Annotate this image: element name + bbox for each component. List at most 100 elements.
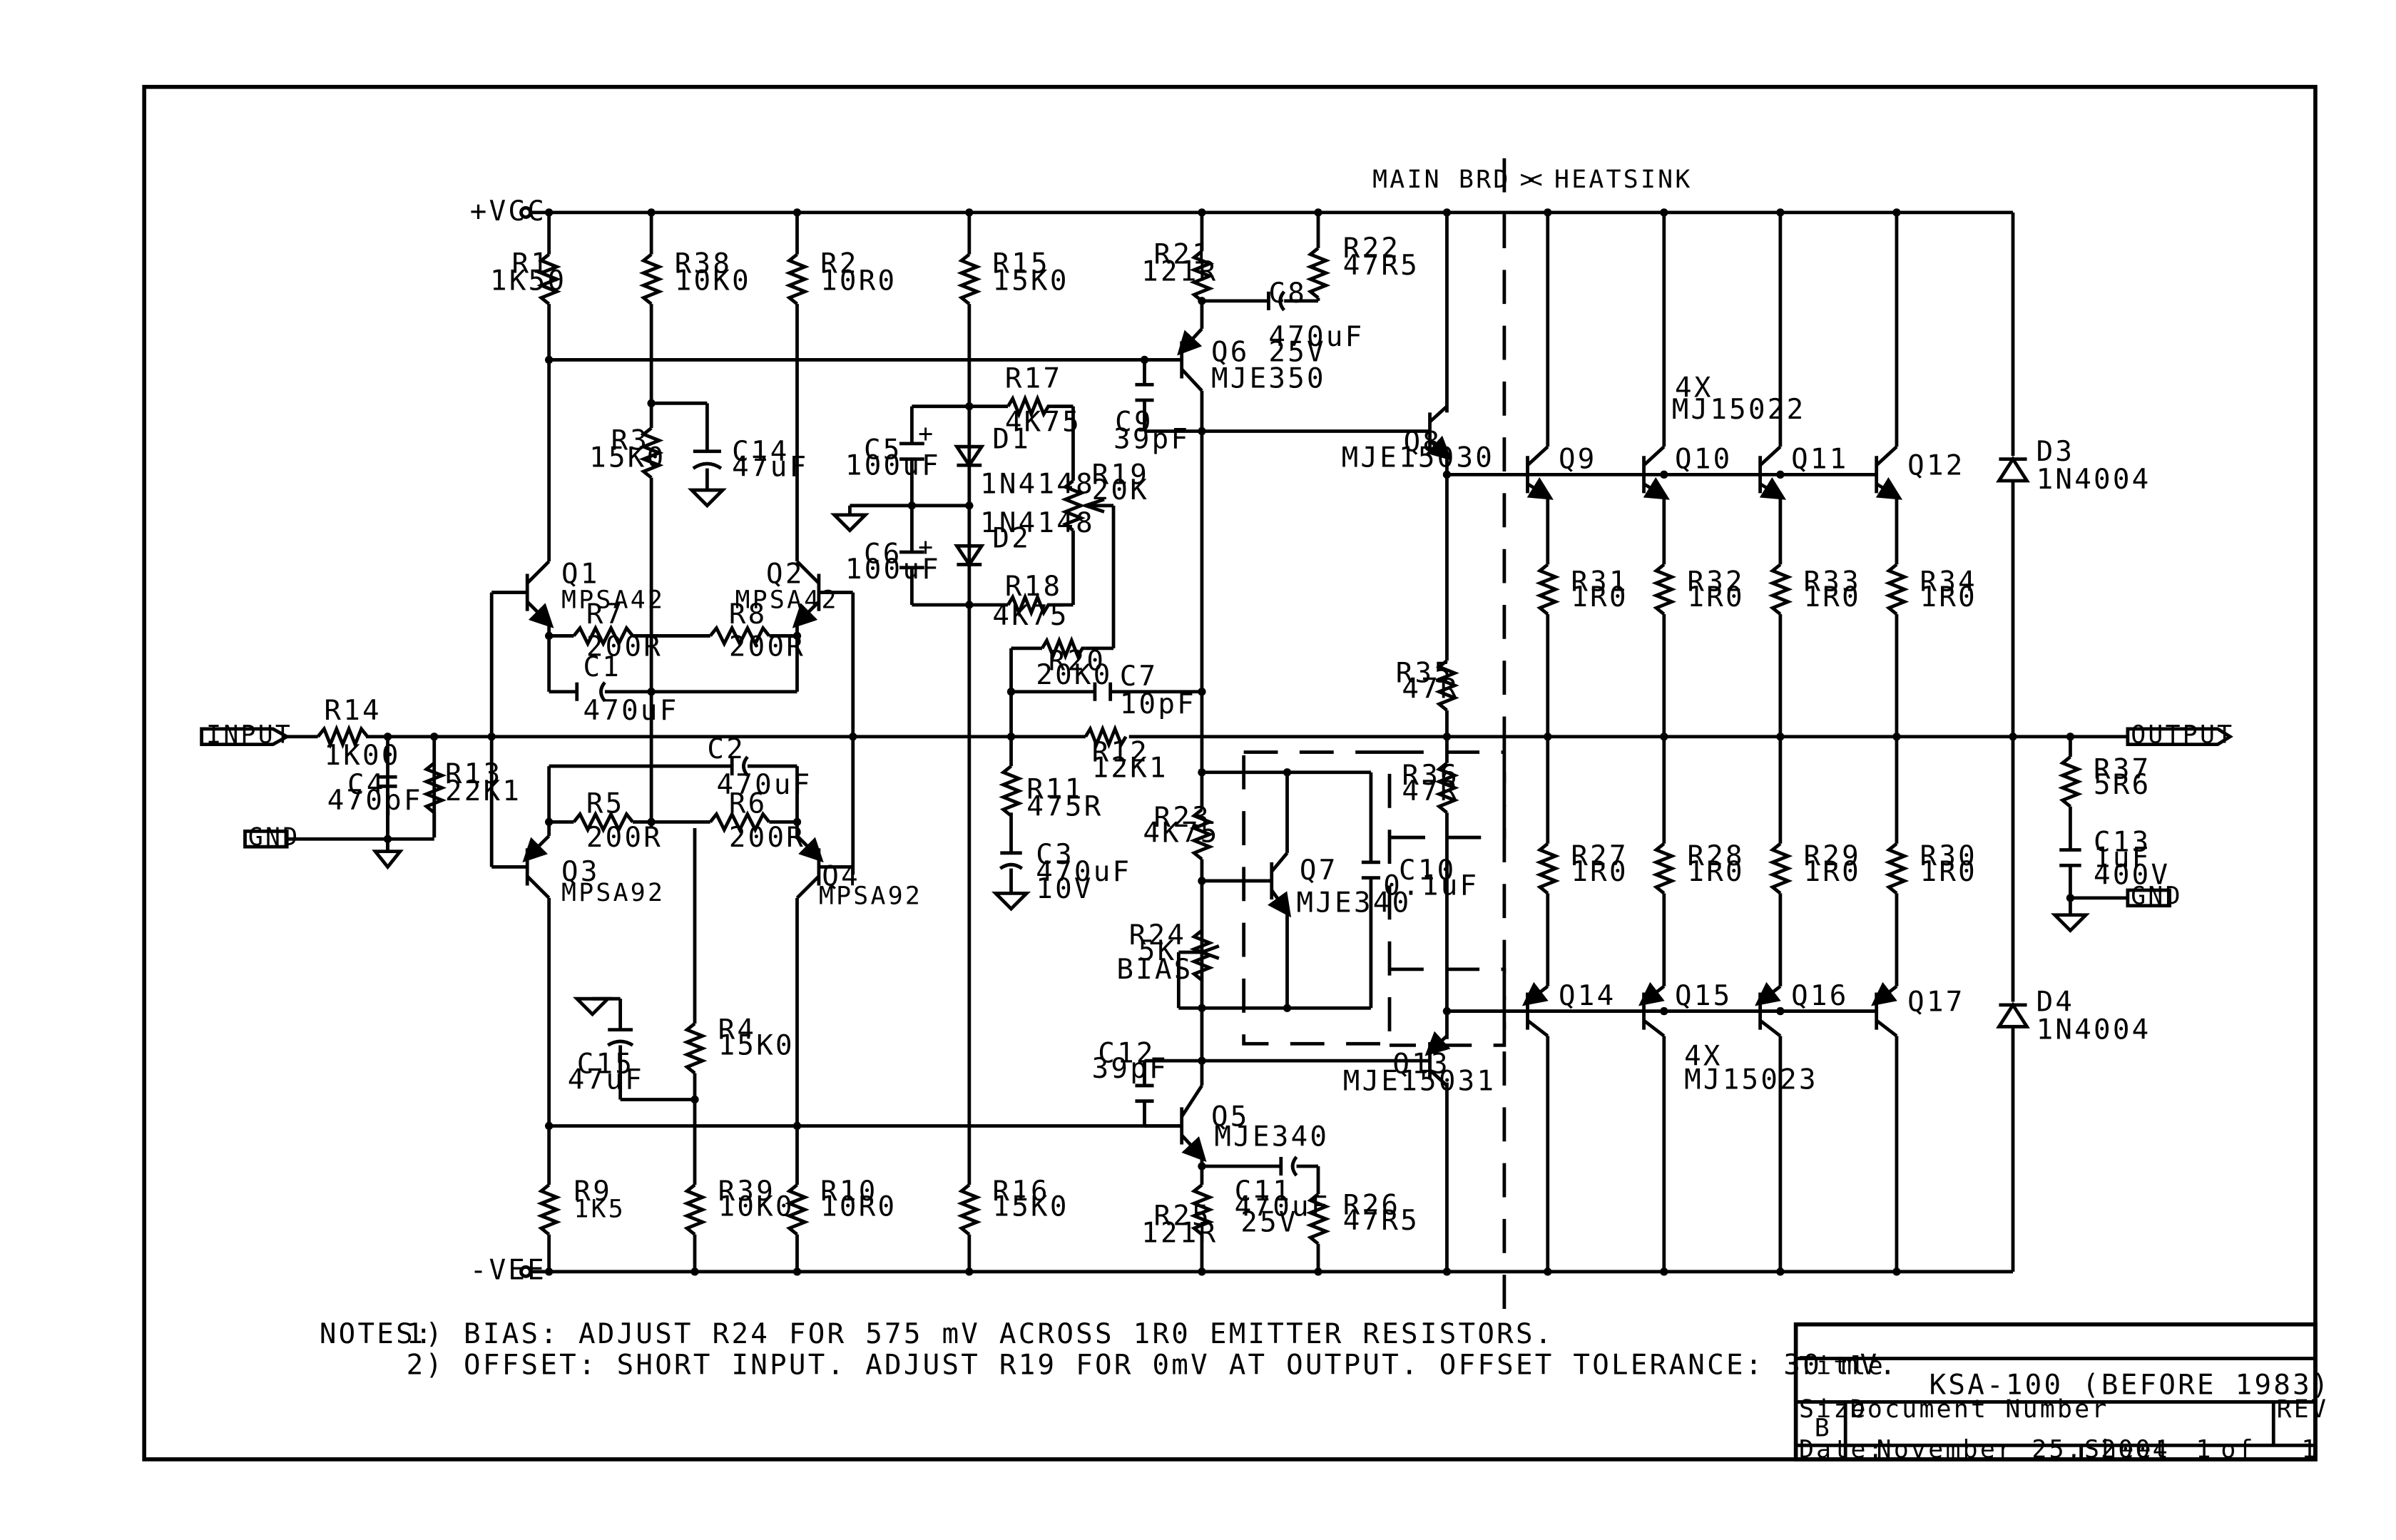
npn-group-count: 4X — [1675, 372, 1713, 404]
doc-number-label: Document Number — [1850, 1395, 2109, 1424]
voltage-c8: 25V — [1268, 337, 1325, 369]
label-q14: Q14 — [1559, 980, 1616, 1012]
label-r29: R29 — [1803, 840, 1860, 872]
label-d2: D2 — [992, 523, 1031, 555]
label-r39: R39 — [718, 1176, 775, 1208]
value-r22: 47R5 — [1343, 250, 1419, 282]
label-c12: C12 — [1098, 1037, 1155, 1069]
title-block: Title KSA-100 (BEFORE 1983) Size B Docum… — [1793, 1322, 2329, 1464]
label-q1: Q1 — [561, 559, 600, 591]
value-r7: 200R — [586, 631, 663, 663]
label-q2: Q2 — [766, 559, 805, 591]
value-r29: 1R0 — [1803, 856, 1860, 888]
label-r38: R38 — [675, 248, 732, 280]
label-r14: R14 — [324, 695, 381, 727]
value-r1: 1K50 — [490, 265, 566, 297]
value-r23: 4K75 — [1143, 817, 1219, 850]
value-r27: 1R0 — [1571, 856, 1628, 888]
voltage-c13: 400V — [2094, 859, 2170, 891]
rev-label: REV — [2277, 1395, 2329, 1424]
label-q13: Q13 — [1392, 1049, 1449, 1081]
label-c7: C7 — [1120, 661, 1158, 693]
part-q3: MPSA92 — [561, 879, 665, 907]
value-r28: 1R0 — [1687, 856, 1744, 888]
label-r27: R27 — [1571, 840, 1628, 872]
value-c13: 1uF — [2094, 842, 2151, 874]
wiring — [287, 210, 2128, 1274]
label-r35: R35 — [1396, 658, 1453, 690]
part-q4: MPSA92 — [819, 882, 922, 911]
value-r36: 47R — [1402, 775, 1459, 807]
rail-terminals — [519, 205, 532, 1278]
value-c6: 100uF — [845, 554, 941, 586]
value-r2: 10R0 — [820, 265, 897, 297]
value-r4: 15K0 — [718, 1029, 795, 1061]
value-r35: 47R — [1402, 673, 1459, 705]
ground-symbols — [372, 488, 2090, 1017]
label-c9: C9 — [1115, 406, 1153, 438]
value-r3: 15K0 — [589, 442, 666, 474]
label-r7: R7 — [586, 598, 625, 631]
label-r17: R17 — [1005, 363, 1062, 395]
date-label: Date: — [1799, 1436, 1885, 1464]
value-r37: 5R6 — [2094, 769, 2151, 801]
value-c5: 100uF — [845, 449, 941, 481]
value-c15: 47uF — [568, 1064, 644, 1096]
heatsink-label: > HEATSINK — [1520, 165, 1693, 194]
label-r25: R25 — [1154, 1200, 1211, 1233]
label-c5: C5 — [864, 434, 902, 466]
gnd-port-in: GND — [243, 823, 300, 852]
part-q1: MPSA42 — [561, 586, 665, 614]
label-c14: C14 — [732, 436, 789, 468]
value-r17: 4K75 — [1005, 406, 1081, 438]
value-c14: 47uF — [732, 452, 808, 484]
polarity-marks: + + — [918, 420, 935, 562]
label-q6: Q6 — [1211, 337, 1250, 369]
part-q8: MJE15030 — [1342, 442, 1495, 474]
value-r25: 121R — [1141, 1218, 1218, 1250]
label-r12: R12 — [1092, 737, 1149, 769]
label-c8: C8 — [1268, 277, 1307, 310]
label-c4: C4 — [347, 769, 386, 801]
notes-heading: NOTES: — [320, 1318, 434, 1350]
value-r18: 4K75 — [992, 600, 1069, 632]
junction-dots — [383, 208, 2075, 1276]
sheet-frame — [142, 84, 2318, 1462]
label-q8: Q8 — [1404, 427, 1442, 459]
label-r23: R23 — [1154, 802, 1211, 834]
note-2: 2) OFFSET: SHORT INPUT. ADJUST R19 FOR 0… — [407, 1349, 1899, 1381]
part-q5: MJE340 — [1214, 1121, 1329, 1153]
label-c15: C15 — [577, 1049, 634, 1081]
label-q10: Q10 — [1675, 444, 1732, 476]
part-d3: 1N4004 — [2036, 464, 2151, 496]
label-q17: Q17 — [1907, 986, 1964, 1019]
label-r6: R6 — [729, 787, 768, 820]
input-port: INPUT — [200, 720, 291, 749]
label-r18: R18 — [1005, 571, 1062, 603]
value-r6: 200R — [729, 822, 805, 854]
pnp-group-count: 4X — [1684, 1041, 1723, 1073]
vee-label: -VEE — [470, 1255, 546, 1287]
label-r11: R11 — [1026, 774, 1084, 806]
label-r32: R32 — [1687, 566, 1744, 598]
svg-text:+: + — [918, 533, 935, 561]
label-r21: R21 — [1154, 239, 1211, 271]
value-r24: 5K — [1138, 935, 1177, 967]
gnd-in-label: GND — [248, 823, 300, 852]
value-c10: 0.1uF — [1383, 870, 1479, 902]
label-q4: Q4 — [822, 860, 860, 892]
value-r30: 1R0 — [1920, 856, 1977, 888]
value-r8: 200R — [729, 631, 805, 663]
gnd-out-label: GND — [2131, 882, 2183, 911]
label-q7: Q7 — [1300, 855, 1338, 887]
value-c7: 10pF — [1120, 688, 1196, 720]
voltage-c3: 10V — [1036, 873, 1093, 905]
label-q15: Q15 — [1675, 980, 1732, 1012]
label-q11: Q11 — [1791, 444, 1848, 476]
main-board-label: MAIN BRD < — [1372, 165, 1545, 194]
label-r2: R2 — [820, 248, 859, 280]
value-r39: 10K0 — [718, 1191, 795, 1223]
label-r5: R5 — [586, 787, 625, 820]
value-r21: 121R — [1141, 256, 1218, 288]
label-q16: Q16 — [1791, 980, 1848, 1012]
